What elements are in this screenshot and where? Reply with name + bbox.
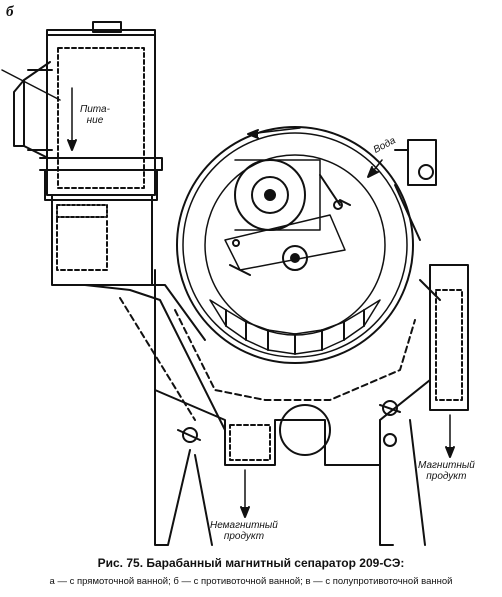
nonmagnetic-product-label-line1: Немагнитный [210,520,278,531]
nonmagnetic-product-label: Немагнитный продукт [210,520,278,542]
separator-diagram: б Пита- ние Вода Магнитный продукт Немаг… [1,4,475,546]
support-frame [154,389,426,546]
magnetic-outlet [419,264,469,458]
main-drum [176,126,414,364]
nonmagnetic-outlet [240,469,250,518]
figure-variant-letter: б [6,4,14,20]
magnetic-product-label-line1: Магнитный [418,460,475,471]
nonmagnetic-product-label-line2: продукт [223,531,265,542]
magnetic-product-label-line2: продукт [426,471,467,482]
figure-caption: Рис. 75. Барабанный магнитный сепаратор … [97,556,405,570]
feed-label: Пита- ние [80,104,110,126]
feed-hopper [39,21,163,286]
water-inlet [367,139,437,241]
feed-label-line1: Пита- [80,104,110,115]
tank-body [154,264,431,466]
chute [84,284,226,431]
figure-legend: а — с прямоточной ванной; б — с противот… [49,576,453,587]
separator-drawing [1,21,469,546]
magnetic-product-label: Магнитный продукт [418,460,475,482]
feed-label-line2: ние [86,115,104,126]
feed-inlet [1,61,77,159]
drive-mechanism [224,159,351,276]
